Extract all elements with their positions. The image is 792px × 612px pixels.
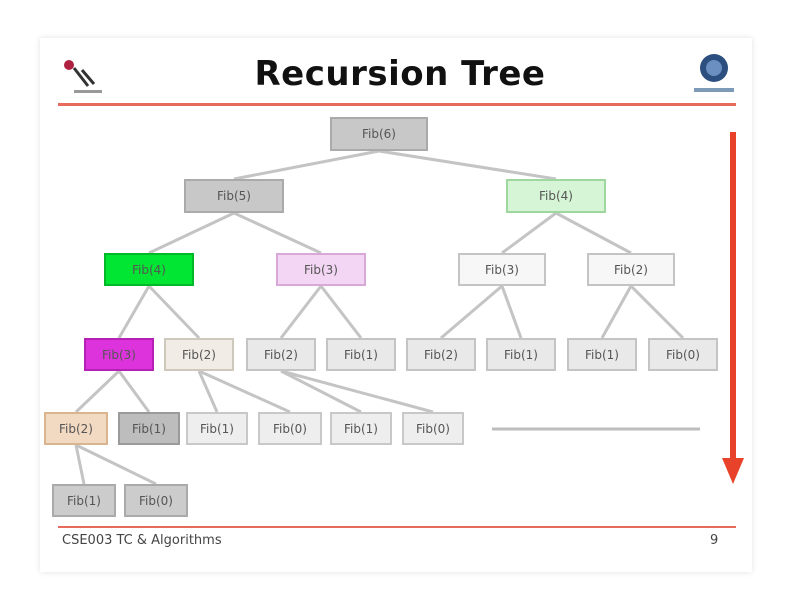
tree-edge: [117, 285, 151, 339]
tree-edge: [280, 369, 434, 414]
tree-node: Fib(5): [184, 179, 284, 213]
tree-node: Fib(2): [406, 338, 476, 371]
tree-node: Fib(1): [52, 484, 116, 517]
tree-node: Fib(1): [567, 338, 637, 371]
tree-edge: [74, 369, 121, 414]
tree-edge: [197, 370, 219, 413]
tree-edge: [500, 285, 523, 339]
tree-edge: [629, 284, 685, 340]
tree-node: Fib(2): [246, 338, 316, 371]
university-logo-icon: [64, 60, 102, 93]
tree-node: Fib(0): [258, 412, 322, 445]
tree-edge: [117, 370, 151, 413]
tree-edge: [279, 285, 323, 339]
tree-edge: [319, 285, 363, 339]
continuation-line: [492, 427, 700, 431]
tree-edge: [600, 285, 633, 339]
tree-edge: [555, 211, 632, 255]
tree-node: Fib(3): [84, 338, 154, 371]
tree-node: Fib(1): [486, 338, 556, 371]
footer-course: CSE003 TC & Algorithms: [62, 533, 222, 548]
tree-node: Fib(2): [44, 412, 108, 445]
tree-node: Fib(0): [648, 338, 718, 371]
tree-node: Fib(0): [124, 484, 188, 517]
tree-node: Fib(1): [326, 338, 396, 371]
tree-node: Fib(2): [164, 338, 234, 371]
seal-logo-icon: [694, 54, 734, 92]
tree-edge: [147, 284, 201, 340]
tree-node: Fib(1): [330, 412, 392, 445]
tree-node: Fib(6): [330, 117, 428, 151]
tree-node: Fib(4): [506, 179, 606, 213]
slide-title: Recursion Tree: [254, 54, 546, 94]
tree-edge: [501, 211, 557, 255]
tree-edge: [74, 444, 86, 485]
tree-edge: [75, 443, 157, 486]
top-rule: [58, 103, 736, 106]
bottom-rule: [58, 526, 736, 528]
down-arrow-icon: [722, 132, 744, 484]
tree-node: Fib(4): [104, 253, 194, 286]
tree-edge: [148, 211, 235, 255]
tree-edge: [378, 149, 557, 181]
tree-edge: [440, 284, 503, 340]
tree-edge: [233, 211, 322, 255]
footer-page-number: 9: [710, 533, 719, 548]
tree-node: Fib(3): [276, 253, 366, 286]
tree-node: Fib(2): [587, 253, 675, 286]
tree-node: Fib(0): [402, 412, 464, 445]
tree-edge: [233, 149, 380, 181]
tree-node: Fib(1): [186, 412, 248, 445]
tree-edge: [280, 369, 362, 414]
tree-node: Fib(3): [458, 253, 546, 286]
tree-edge: [198, 369, 291, 414]
tree-node: Fib(1): [118, 412, 180, 445]
